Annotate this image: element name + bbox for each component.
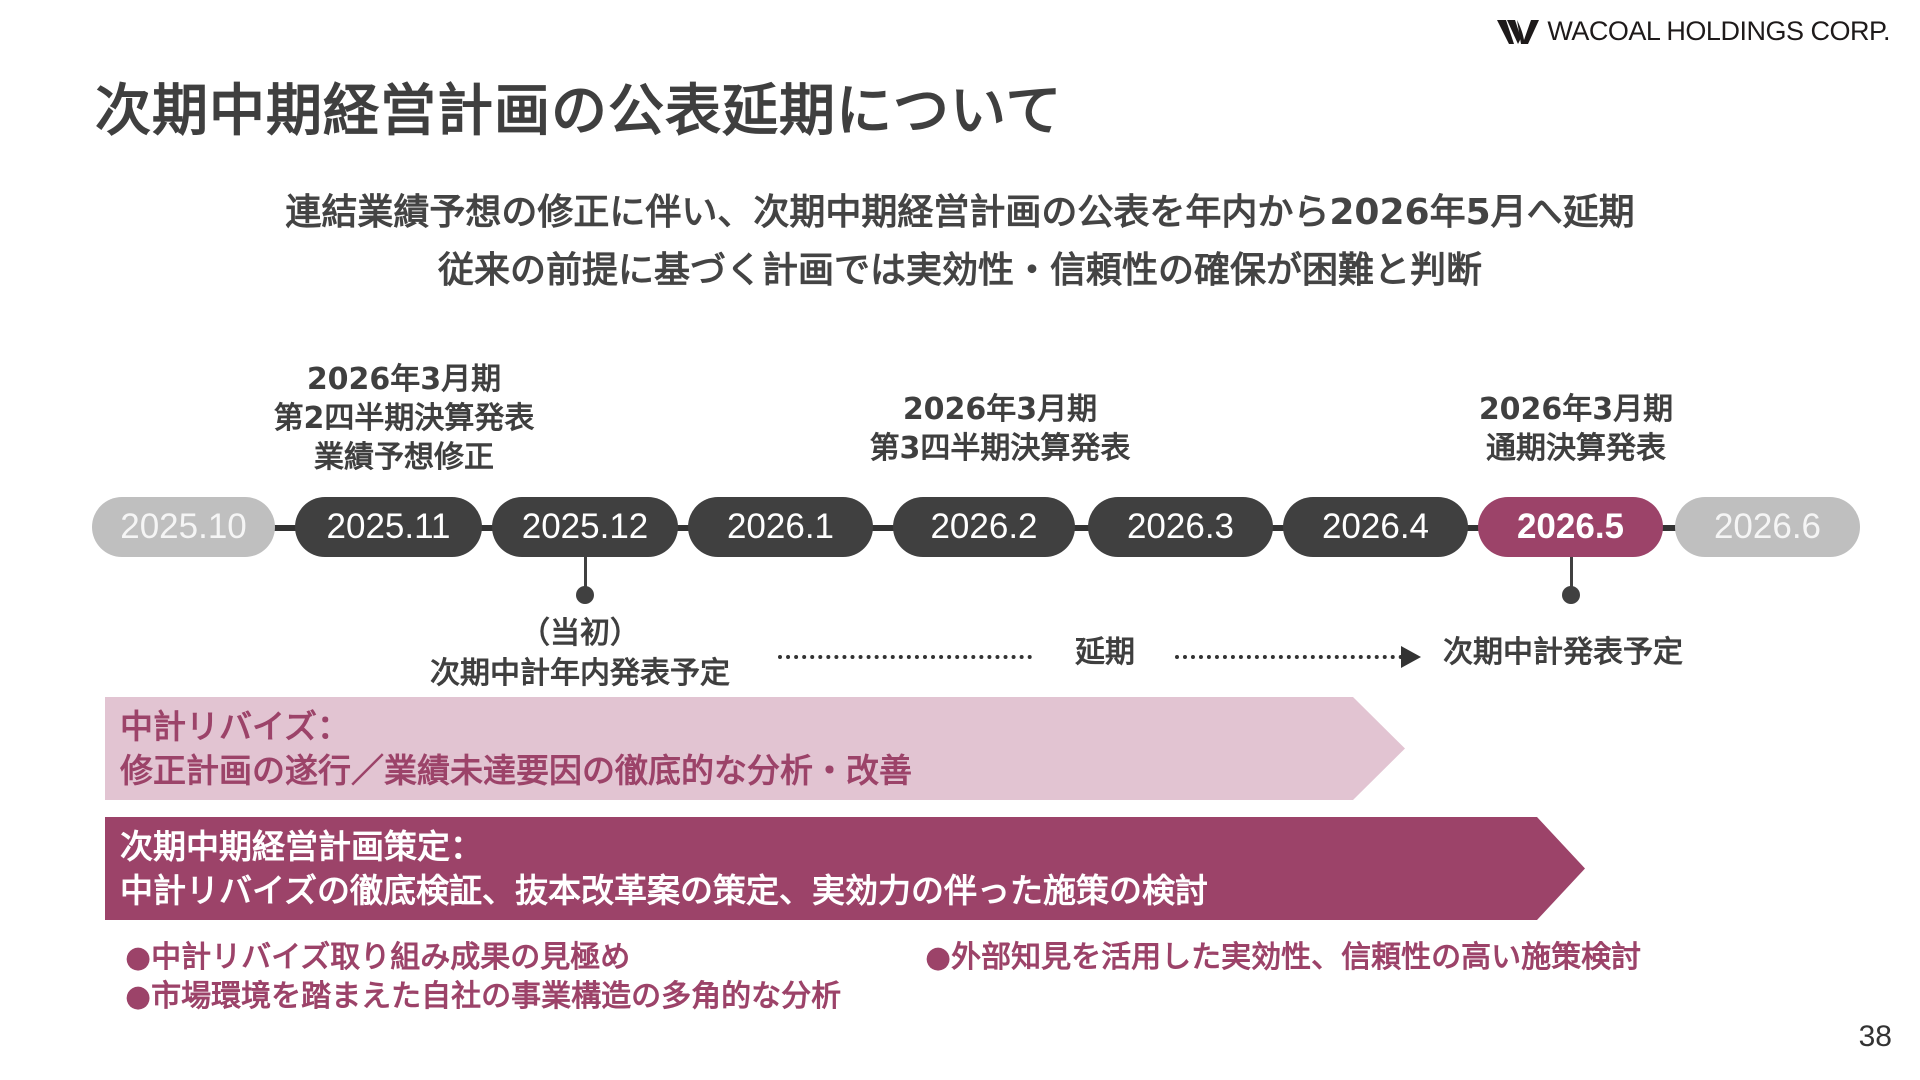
timeline-month-2026-6: 2026.6 [1675,497,1860,557]
annotation-q2-line2: 第2四半期決算発表 [273,401,535,436]
timeline-month-2026-3: 2026.3 [1088,497,1273,557]
subtitle-line-2: 従来の前提に基づく計画では実効性・信頼性の確保が困難と判断 [437,250,1482,291]
band-formulate-heading: 次期中期経営計画策定： [120,826,483,866]
annotation-fy-line1: 2026年3月期 [1478,392,1674,427]
page-title: 次期中期経営計画の公表延期について [95,79,1063,144]
annotation-original-line2: 次期中計年内発表予定 [430,656,730,691]
timeline-month-2026-5: 2026.5 [1478,497,1663,557]
timeline-month-2026-4: 2026.4 [1283,497,1468,557]
band-formulate-detail: 中計リバイズの徹底検証、抜本改革案の策定、実効力の伴った施策の検討 [120,870,1209,910]
band-next-plan-formulation: 次期中期経営計画策定： 中計リバイズの徹底検証、抜本改革案の策定、実効力の伴った… [105,817,1585,920]
band-revise-detail: 修正計画の遂行／業績未達要因の徹底的な分析・改善 [120,750,912,790]
delay-dotted-line-left [778,655,1032,659]
bullet-item: ●中計リバイズ取り組み成果の見極め [125,940,631,975]
subtitle-line-1: 連結業績予想の修正に伴い、次期中期経営計画の公表を年内から2026年5月へ延期 [285,192,1635,233]
annotation-q2-line1: 2026年3月期 [306,362,502,397]
bullet-item: ●市場環境を踏まえた自社の事業構造の多角的な分析 [125,979,842,1014]
marker-dot-new-icon [1562,586,1580,604]
annotation-fy-results: 2026年3月期 通期決算発表 [1426,390,1726,468]
annotation-original-plan: （当初） 次期中計年内発表予定 [400,614,760,694]
bullet-list-right: ●外部知見を活用した実効性、信頼性の高い施策検討 [925,938,1641,977]
arrow-right-icon [1401,646,1421,668]
company-logo: WACOAL HOLDINGS CORP. [1497,16,1890,47]
timeline-month-2025-12: 2025.12 [492,497,678,557]
annotation-q3-line1: 2026年3月期 [902,392,1098,427]
annotation-new-plan: 次期中計発表予定 [1443,635,1683,670]
delay-dotted-line-right [1175,655,1403,659]
logo-text: WACOAL HOLDINGS CORP. [1547,16,1890,46]
wacoal-leaf-mark-icon [1497,19,1540,44]
band-midterm-revise: 中計リバイズ： 修正計画の遂行／業績未達要因の徹底的な分析・改善 [105,697,1405,800]
timeline-month-2025-10: 2025.10 [92,497,275,557]
marker-stem-original [584,557,587,593]
marker-dot-original-icon [576,586,594,604]
timeline-month-2025-11: 2025.11 [295,497,482,557]
marker-stem-new [1570,557,1573,593]
bullet-list-left: ●中計リバイズ取り組み成果の見極め ●市場環境を踏まえた自社の事業構造の多角的な… [125,938,841,1016]
annotation-q3-results: 2026年3月期 第3四半期決算発表 [850,390,1150,468]
bullet-item: ●外部知見を活用した実効性、信頼性の高い施策検討 [925,940,1642,975]
timeline-month-2026-1: 2026.1 [688,497,873,557]
annotation-q2-results: 2026年3月期 第2四半期決算発表 業績予想修正 [254,360,554,477]
timeline-month-2026-2: 2026.2 [893,497,1075,557]
annotation-q3-line2: 第3四半期決算発表 [869,431,1131,466]
page-number: 38 [1858,1020,1892,1053]
annotation-q2-line3: 業績予想修正 [314,440,494,475]
delay-label: 延期 [1075,635,1135,670]
band-revise-heading: 中計リバイズ： [120,706,351,746]
annotation-original-line1: （当初） [520,616,640,651]
annotation-fy-line2: 通期決算発表 [1486,431,1666,466]
